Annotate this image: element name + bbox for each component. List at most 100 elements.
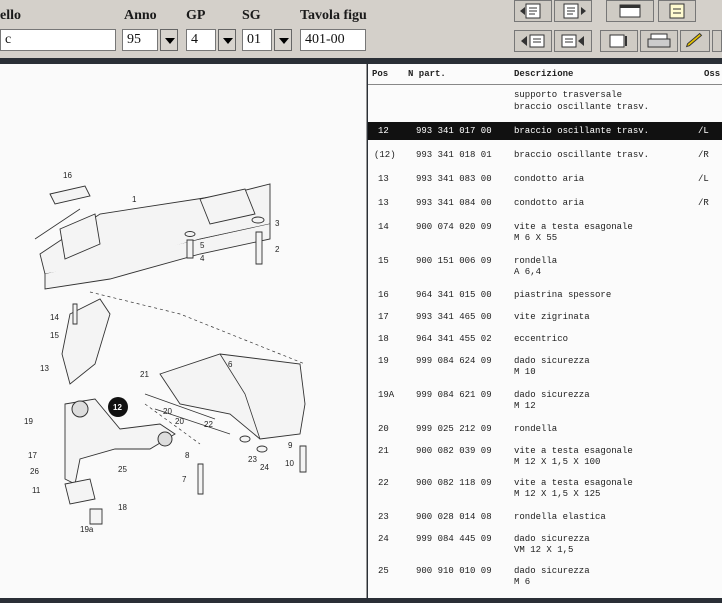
callout-19[interactable]: 19 [24,417,33,426]
callout-10[interactable]: 10 [285,459,294,468]
year-field[interactable]: 95 [122,29,158,51]
table-row[interactable]: 15 900 151 006 09 rondella A 6,4 [368,252,722,280]
table-row[interactable]: 23 900 028 014 08 rondella elastica [368,508,722,526]
table-row[interactable]: 20 999 025 212 09 rondella [368,420,722,438]
row-part-number: 993 341 465 00 [416,312,492,322]
book-forward-icon[interactable] [514,0,552,22]
table-row[interactable]: 13 993 341 083 00 condotto aria /L [368,170,722,188]
pencil-icon[interactable] [680,30,710,52]
row-description-detail: M 6 X 55 [514,233,558,243]
callout-11[interactable]: 11 [32,486,41,495]
exploded-diagram-panel: 16 1 3 5 4 2 14 15 13 6 21 12 19 20 20 2… [0,64,367,598]
air-duct-drawing [61,298,111,385]
row-pos: 20 [378,424,389,434]
table-row[interactable]: 17 993 341 465 00 vite zigrinata [368,308,722,326]
gp-label: GP [186,8,206,23]
table-row[interactable]: 13 993 341 084 00 condotto aria /R [368,194,722,212]
callout-5[interactable]: 5 [200,241,205,250]
image-icon[interactable] [712,30,722,52]
callout-14[interactable]: 14 [50,313,59,322]
table-row[interactable]: (12) 993 341 018 01 braccio oscillante t… [368,146,722,164]
support-bracket-drawing [159,353,306,440]
row-description: vite a testa esagonale [514,478,633,488]
callout-26[interactable]: 26 [30,467,39,476]
gp-dropdown-button[interactable] [218,29,236,51]
table-header: Pos N part. Descrizione Oss [368,64,722,85]
row-description-detail: VM 12 X 1,5 [514,545,574,555]
row-pos: 18 [378,334,389,344]
shim-plate-drawing [49,185,91,205]
callout-25[interactable]: 25 [118,465,127,474]
row-description-detail: A 6,4 [514,267,542,277]
table-title-line-1: supporto trasversale [514,90,623,100]
row-pos: 13 [378,198,389,208]
callout-24[interactable]: 24 [260,463,269,472]
table-row[interactable]: 19A 999 084 621 09 dado sicurezza M 12 [368,386,722,414]
row-part-number: 993 341 083 00 [416,174,492,184]
table-field[interactable]: 401-00 [300,29,366,51]
callout-13[interactable]: 13 [40,364,49,373]
callout-22[interactable]: 22 [204,420,213,429]
callout-19a[interactable]: 19a [80,525,94,534]
row-description: rondella [514,424,558,434]
table-row[interactable]: 16 964 341 015 00 piastrina spessore [368,286,722,304]
callout-21[interactable]: 21 [140,370,149,379]
callout-2[interactable]: 2 [275,245,280,254]
callout-1[interactable]: 1 [132,195,137,204]
callout-7[interactable]: 7 [182,475,187,484]
row-pos: 25 [378,566,389,576]
table-row[interactable]: 19 999 084 624 09 dado sicurezza M 10 [368,352,722,380]
table-row[interactable]: 14 900 074 020 09 vite a testa esagonale… [368,218,722,246]
table-row[interactable]: 12 993 341 017 00 braccio oscillante tra… [368,122,722,140]
row-description: dado sicurezza [514,390,590,400]
crossmember-drawing [34,183,271,290]
row-part-number: 999 084 445 09 [416,534,492,544]
table-row[interactable]: 21 900 082 039 09 vite a testa esagonale… [368,442,722,470]
exploded-parts-diagram: 16 1 3 5 4 2 14 15 13 6 21 12 19 20 20 2… [24,171,307,534]
row-description: dado sicurezza [514,566,590,576]
callout-23[interactable]: 23 [248,455,257,464]
callout-4[interactable]: 4 [200,254,205,263]
col-pos-header: Pos [372,69,389,79]
row-description: braccio oscillante trasv. [514,150,650,160]
row-description: piastrina spessore [514,290,612,300]
row-description: vite a testa esagonale [514,446,633,456]
book-next-icon[interactable] [554,30,592,52]
printer-icon[interactable] [640,30,678,52]
row-description: rondella elastica [514,512,606,522]
sg-field[interactable]: 01 [242,29,272,51]
book-back-icon[interactable] [554,0,592,22]
row-description-detail: M 6 [514,577,531,587]
row-note: /R [698,198,709,208]
callout-8[interactable]: 8 [185,451,190,460]
row-part-number: 900 074 020 09 [416,222,492,232]
year-dropdown-button[interactable] [160,29,178,51]
model-label: ello [0,8,21,23]
model-field[interactable]: c [0,29,116,51]
table-row[interactable]: 22 900 082 118 09 vite a testa esagonale… [368,474,722,502]
note-icon[interactable] [658,0,696,22]
callout-9[interactable]: 9 [288,441,293,450]
row-pos: 22 [378,478,389,488]
callout-16[interactable]: 16 [63,171,72,180]
callout-17[interactable]: 17 [28,451,37,460]
callout-15[interactable]: 15 [50,331,59,340]
arrow-left-icon[interactable] [514,30,552,52]
table-row[interactable]: 25 900 910 010 09 dado sicurezza M 6 [368,562,722,590]
row-part-number: 900 082 118 09 [416,478,492,488]
callout-20a[interactable]: 20 [163,407,172,416]
callout-20b[interactable]: 20 [175,417,184,426]
row-pos: 13 [378,174,389,184]
row-description-detail: M 12 X 1,5 X 125 [514,489,601,499]
callout-18[interactable]: 18 [118,503,127,512]
sg-dropdown-button[interactable] [274,29,292,51]
table-row[interactable]: 24 999 084 445 09 dado sicurezza VM 12 X… [368,530,722,558]
callout-3[interactable]: 3 [275,219,280,228]
table-row[interactable]: 18 964 341 455 02 eccentrico [368,330,722,348]
gp-field[interactable]: 4 [186,29,216,51]
window-icon[interactable] [606,0,654,22]
row-part-number: 993 341 084 00 [416,198,492,208]
callout-12[interactable]: 12 [113,403,122,412]
book-last-icon[interactable] [600,30,638,52]
callout-6[interactable]: 6 [228,360,233,369]
